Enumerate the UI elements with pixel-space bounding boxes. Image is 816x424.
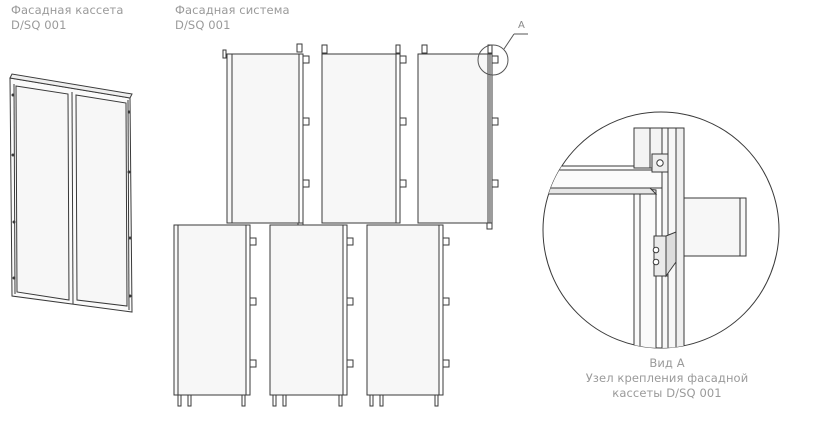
- upper-cassette-profile: [543, 165, 671, 189]
- facade-panel-bottom-3: [366, 224, 450, 407]
- facade-panel-bottom-2: [269, 224, 354, 407]
- system-caption-title: Фасадная система: [175, 3, 290, 17]
- cassette-top-edge: [9, 73, 133, 99]
- cassette-center-rib: [71, 91, 74, 305]
- system-caption-code: D/SQ 001: [175, 18, 231, 32]
- cassette-fixing-holes: [11, 93, 132, 298]
- detail-caption-view: Вид А: [649, 356, 685, 370]
- detail-caption-line3: кассеты D/SQ 001: [612, 386, 722, 400]
- cassette-right-edge: [127, 99, 130, 311]
- cassette-perspective-drawing: [9, 73, 133, 313]
- cassette-left-edge: [13, 83, 16, 295]
- lower-cassette-edge: [633, 187, 657, 348]
- detail-marker-a: [477, 33, 528, 76]
- cassette-caption: Фасадная кассета D/SQ 001: [11, 3, 123, 33]
- detail-caption: Вид А Узел крепления фасадной кассеты D/…: [560, 356, 774, 401]
- cassette-caption-title: Фасадная кассета: [11, 3, 124, 17]
- facade-panel-top-2: [321, 44, 407, 224]
- fixing-bracket: [683, 197, 747, 257]
- system-caption: Фасадная система D/SQ 001: [175, 3, 290, 33]
- detail-caption-line2: Узел крепления фасадной: [585, 371, 749, 385]
- detail-view-circle: [542, 111, 780, 349]
- cassette-right-panel: [75, 94, 128, 307]
- cassette-caption-code: D/SQ 001: [11, 18, 67, 32]
- bolt-icon: [652, 159, 664, 266]
- facade-panel-bottom-1: [173, 224, 257, 407]
- facade-panel-top-3: [417, 44, 499, 230]
- facade-panel-top-1: [222, 43, 310, 230]
- detail-marker-label: А: [518, 20, 525, 31]
- cassette-left-panel: [15, 85, 70, 301]
